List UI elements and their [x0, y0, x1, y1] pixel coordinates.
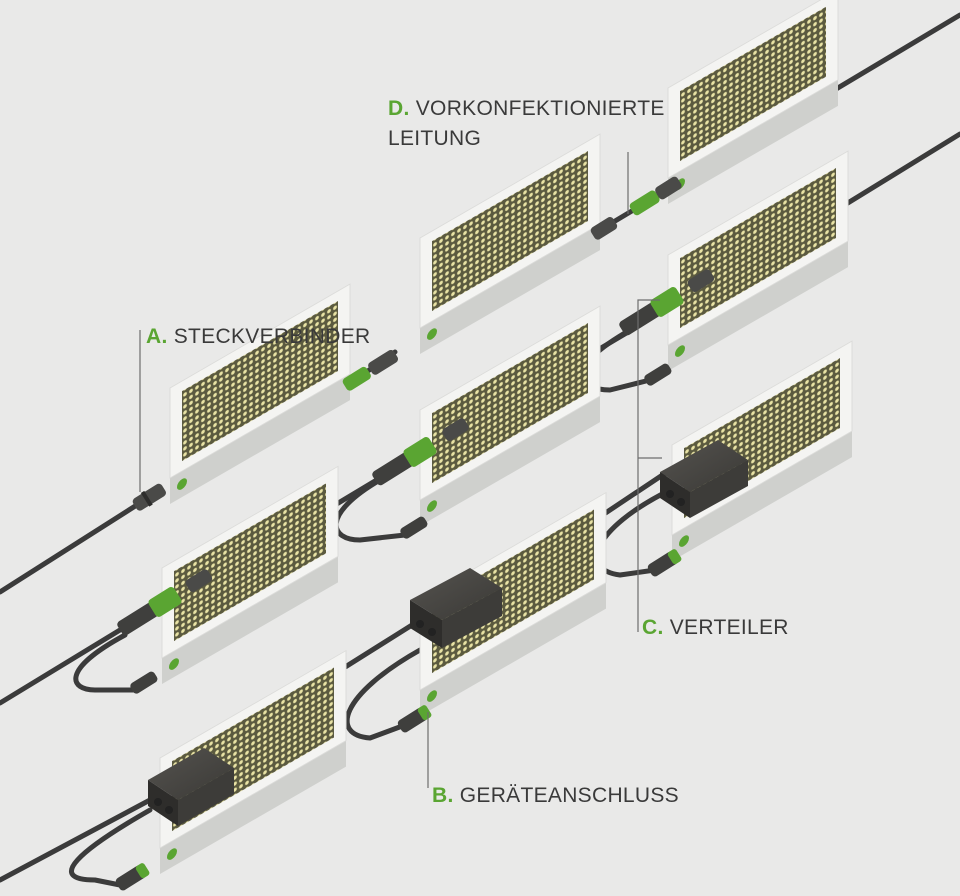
splitter-2 [372, 418, 469, 486]
connector-device-2 [647, 549, 682, 577]
label-d: D. VORKONFEKTIONIERTE LEITUNG [388, 94, 665, 154]
light-bar-5 [419, 305, 601, 526]
branch-cable-2 [333, 477, 408, 543]
bottom-cable-left [0, 797, 153, 883]
light-bar-1 [169, 283, 351, 504]
main-cable-second [0, 627, 123, 706]
label-a-letter: A. [146, 325, 168, 348]
connector-device-3 [115, 863, 150, 891]
label-c: C. VERTEILER [642, 613, 789, 643]
plug-branch-1 [130, 671, 158, 694]
device-box-3 [148, 748, 234, 826]
label-b: B. GERÄTEANSCHLUSS [432, 781, 679, 811]
device-box-1 [410, 568, 502, 648]
connector-upper-mid [342, 349, 398, 391]
light-bar-2 [419, 133, 601, 354]
leader-lines [139, 152, 662, 788]
label-c-letter: C. [642, 616, 664, 639]
main-cable-upper-left [0, 500, 143, 595]
label-d-letter: D. [388, 97, 410, 120]
device-box-2 [660, 440, 748, 518]
label-b-text: GERÄTEANSCHLUSS [459, 784, 679, 807]
light-bar-4 [667, 150, 849, 371]
device-cable-1 [344, 647, 423, 741]
connectors [115, 176, 715, 891]
splitter-1 [117, 569, 213, 636]
branch-cable-1 [73, 632, 138, 693]
label-d-text-2: LEITUNG [388, 127, 482, 150]
label-a: A. STECKVERBINDER [146, 322, 371, 352]
label-c-text: VERTEILER [669, 616, 789, 639]
connector-b [397, 705, 432, 733]
light-bar-7 [161, 465, 339, 684]
light-bar-3 [667, 0, 839, 204]
label-a-text: STECKVERBINDER [173, 325, 371, 348]
device-cable-3 [69, 807, 153, 888]
label-b-letter: B. [432, 784, 454, 807]
plug-branch-2 [400, 516, 428, 539]
light-bar-8 [419, 491, 607, 716]
connector-a [132, 483, 166, 511]
connector-d [590, 176, 682, 240]
leader-c [637, 299, 660, 632]
plug-branch-3 [644, 363, 672, 386]
splitter-c [619, 269, 715, 336]
label-d-text: VORKONFEKTIONIERTE [415, 97, 665, 120]
